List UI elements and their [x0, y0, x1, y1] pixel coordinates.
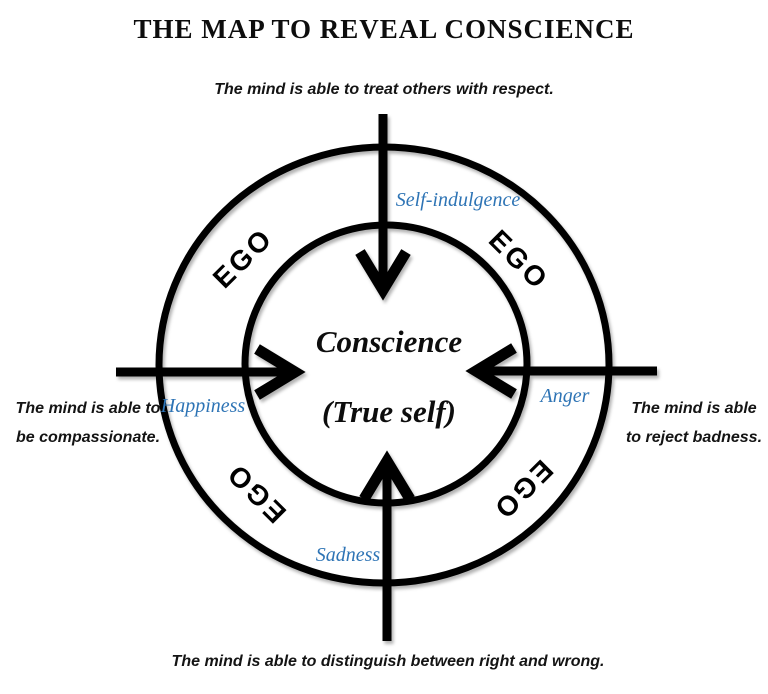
caption-right: The mind is able to reject badness.: [626, 400, 762, 446]
center-label-true-self: (True self): [322, 394, 456, 429]
arrow-right: [465, 343, 657, 399]
caption-left-line1: The mind is able to: [16, 400, 161, 417]
ego-label-top-right: EGO: [483, 224, 555, 296]
ego-label-bottom-left: EGO: [220, 457, 292, 529]
caption-left: The mind is able to be compassionate.: [16, 400, 161, 446]
caption-bottom: The mind is able to distinguish between …: [172, 653, 605, 670]
caption-right-line1: The mind is able: [631, 400, 756, 417]
rings-and-arrows: [116, 114, 657, 641]
arrow-bottom: [359, 450, 415, 641]
caption-top: The mind is able to treat others with re…: [214, 81, 554, 98]
center-label-conscience: Conscience: [316, 324, 463, 359]
emotion-label-top: Self-indulgence: [396, 189, 521, 211]
caption-left-line2: be compassionate.: [16, 429, 160, 446]
emotion-label-bottom: Sadness: [316, 544, 381, 566]
emotion-label-left: Happiness: [160, 395, 246, 417]
emotion-label-right: Anger: [539, 385, 590, 407]
page-title: THE MAP TO REVEAL CONSCIENCE: [133, 14, 634, 44]
arrow-top: [355, 114, 411, 301]
caption-right-line2: to reject badness.: [626, 429, 762, 446]
arrow-left: [116, 344, 306, 400]
